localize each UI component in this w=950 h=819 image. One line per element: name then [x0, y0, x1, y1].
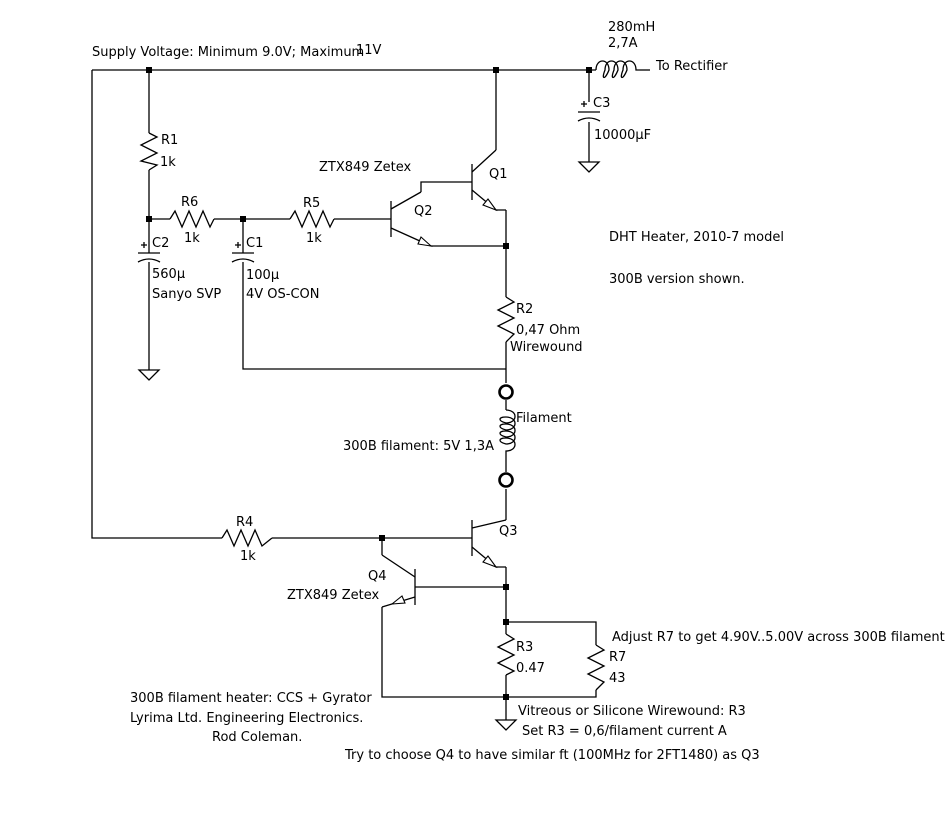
r6-resistor-symbol [169, 209, 215, 229]
r3-value: 0.47 [516, 661, 545, 676]
r6-ref: R6 [181, 195, 198, 210]
r7-ref: R7 [609, 650, 626, 665]
r3-type-note: Vitreous or Silicone Wirewound: R3 [518, 704, 746, 719]
r4-resistor-symbol [221, 528, 273, 548]
r6-value: 1k [184, 231, 200, 246]
inductor-value: 280mH [608, 20, 655, 35]
r4-ref: R4 [236, 515, 253, 530]
ground-icon [494, 719, 518, 731]
c2-capacitor-symbol [137, 242, 161, 263]
c2-ref: C2 [152, 236, 169, 251]
r1-ref: R1 [161, 133, 178, 148]
r2-ref: R2 [516, 302, 533, 317]
filament-symbol [498, 384, 516, 488]
q4-part-label: ZTX849 Zetex [287, 588, 379, 603]
c1-note: 4V OS-CON [246, 287, 320, 302]
q4-choice-note: Try to choose Q4 to have similar ft (100… [344, 748, 760, 763]
wiring [91, 69, 650, 720]
c1-ref: C1 [246, 236, 263, 251]
q3-ref: Q3 [499, 524, 518, 539]
r2-note: Wirewound [510, 340, 583, 355]
r2-value: 0,47 Ohm [516, 323, 580, 338]
filament-spec: 300B filament: 5V 1,3A [343, 439, 494, 454]
q2-transistor-symbol [390, 191, 433, 247]
q1-ref: Q1 [489, 167, 508, 182]
title-line-2: 300B version shown. [609, 272, 745, 287]
q2-part-label: ZTX849 Zetex [319, 160, 411, 175]
r5-value: 1k [306, 231, 322, 246]
r3-ref: R3 [516, 640, 533, 655]
r7-adjust-note: Adjust R7 to get 4.90V..5.00V across 300… [612, 630, 945, 645]
q2-ref: Q2 [414, 204, 433, 219]
r1-value: 1k [160, 155, 176, 170]
r7-value: 43 [609, 671, 626, 686]
q1-transistor-symbol [471, 149, 506, 212]
c2-value: 560µ [152, 267, 185, 282]
credit-line-1: 300B filament heater: CCS + Gyrator [130, 691, 372, 706]
inductor-current: 2,7A [608, 36, 638, 51]
r1-resistor-symbol [139, 132, 159, 171]
credit-line-2: Lyrima Ltd. Engineering Electronics. [130, 711, 363, 726]
c2-note: Sanyo SVP [152, 287, 221, 302]
r5-resistor-symbol [289, 209, 335, 229]
c3-capacitor-symbol [577, 101, 601, 122]
ground-icon [577, 161, 601, 173]
supply-voltage-label: Supply Voltage: Minimum 9.0V; Maximum [92, 45, 364, 60]
choke-inductor-symbol [595, 60, 640, 79]
q4-ref: Q4 [368, 569, 387, 584]
q3-transistor-symbol [471, 519, 507, 569]
c1-capacitor-symbol [231, 242, 255, 263]
junction-dots [146, 67, 592, 700]
r7-resistor-symbol [586, 644, 606, 691]
r3-set-note: Set R3 = 0,6/filament current A [522, 724, 727, 739]
c3-value: 10000µF [594, 128, 651, 143]
c3-ref: C3 [593, 96, 610, 111]
c1-value: 100µ [246, 268, 279, 283]
r4-value: 1k [240, 549, 256, 564]
supply-voltage-max: 11V [356, 43, 382, 58]
q4-transistor-symbol [381, 554, 416, 608]
r3-resistor-symbol [496, 633, 516, 676]
title-line-1: DHT Heater, 2010-7 model [609, 230, 784, 245]
ground-icon [137, 369, 161, 381]
to-rectifier-label: To Rectifier [655, 59, 728, 74]
r5-ref: R5 [303, 196, 320, 211]
credit-line-3: Rod Coleman. [212, 730, 302, 745]
r2-resistor-symbol [496, 296, 516, 343]
filament-label: Filament [516, 411, 572, 426]
